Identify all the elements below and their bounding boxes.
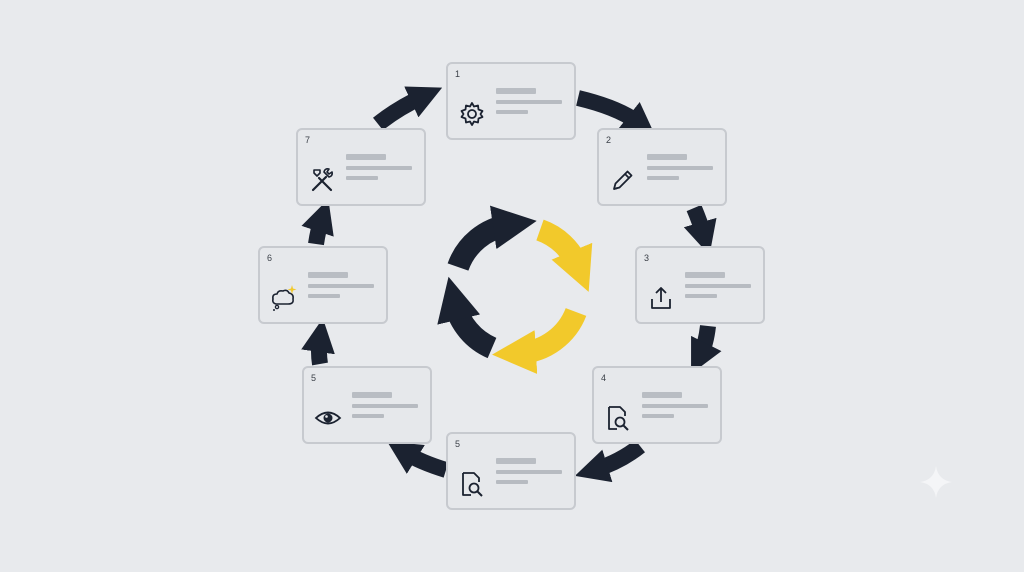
step-number: 6 [267, 253, 273, 263]
center-arrow-right-yellow [535, 219, 593, 292]
step-card-4: 4 [592, 366, 722, 444]
step-card-1: 1 [446, 62, 576, 140]
step-card-3: 3 [635, 246, 765, 324]
center-arrow-bottom-yellow [492, 307, 587, 375]
title-placeholder [685, 272, 725, 278]
step-card-7: 7 [296, 128, 426, 206]
eye-icon [314, 411, 342, 425]
title-placeholder [496, 458, 536, 464]
step-card-2: 2 [597, 128, 727, 206]
thought-cloud-sparkle-icon [272, 285, 297, 311]
title-placeholder [308, 272, 348, 278]
text-placeholder [352, 404, 418, 408]
title-placeholder [647, 154, 687, 160]
step-number: 5 [311, 373, 317, 383]
step-number: 5 [455, 439, 461, 449]
text-placeholder [346, 166, 412, 170]
step-card-5b: 5 [302, 366, 432, 444]
text-placeholder [642, 414, 674, 418]
text-placeholder [496, 470, 562, 474]
ring-arrow-4-5 [574, 439, 645, 483]
text-placeholder [496, 100, 562, 104]
sparkle-icon [920, 466, 952, 498]
text-placeholder [308, 284, 374, 288]
ring-arrow-2-3 [683, 204, 717, 256]
text-placeholder [496, 480, 528, 484]
step-number: 1 [455, 69, 461, 79]
text-placeholder [308, 294, 340, 298]
text-placeholder [346, 176, 378, 180]
gear-icon [460, 102, 484, 126]
text-placeholder [685, 294, 717, 298]
center-arrow-top-dark [447, 205, 537, 272]
step-card-6: 6 [258, 246, 388, 324]
text-placeholder [352, 414, 384, 418]
center-arrow-left-dark [437, 276, 497, 359]
text-placeholder [647, 176, 679, 180]
title-placeholder [496, 88, 536, 94]
document-search-icon [608, 406, 629, 431]
title-placeholder [642, 392, 682, 398]
ring-arrow-5b-6 [301, 318, 335, 366]
tools-icon [311, 168, 333, 192]
text-placeholder [496, 110, 528, 114]
step-number: 3 [644, 253, 650, 263]
ring-arrow-5-5b [387, 441, 449, 478]
step-card-5: 5 [446, 432, 576, 510]
text-placeholder [647, 166, 713, 170]
upload-icon [651, 287, 671, 309]
step-number: 7 [305, 135, 311, 145]
ring-arrow-1-2 [576, 90, 656, 137]
ring-arrow-3-4 [691, 325, 722, 374]
step-number: 4 [601, 373, 607, 383]
ring-arrow-6-7 [301, 199, 334, 246]
document-search-icon [462, 472, 483, 497]
title-placeholder [352, 392, 392, 398]
text-placeholder [685, 284, 751, 288]
ring-arrow-7-1 [373, 86, 443, 131]
pencil-icon [613, 170, 633, 190]
text-placeholder [642, 404, 708, 408]
step-number: 2 [606, 135, 612, 145]
title-placeholder [346, 154, 386, 160]
